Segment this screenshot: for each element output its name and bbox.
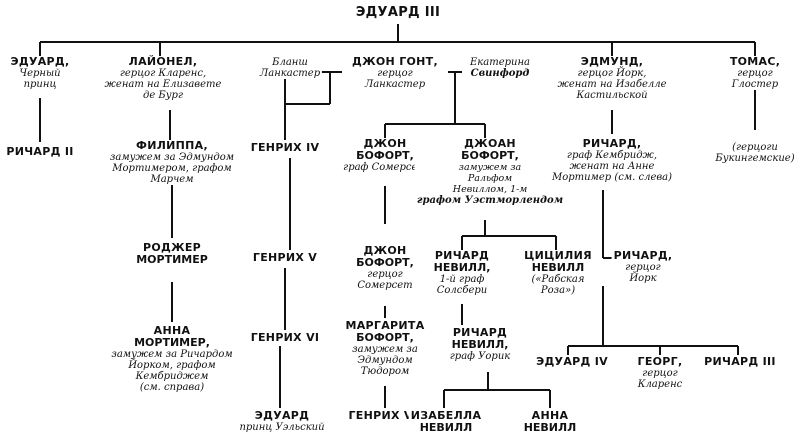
node-henry-v: ГЕНРИХ V (250, 251, 320, 264)
node-henry-iv: ГЕНРИХ IV (248, 141, 322, 154)
node-richard-iii: РИЧАРД III (702, 355, 778, 368)
node-richard-ii: РИЧАРД II (4, 145, 76, 158)
node-edward-iv: ЭДУАРД IV (534, 355, 610, 368)
node-edward-iii: ЭДУАРД III (353, 5, 443, 20)
node-henry-vi: ГЕНРИХ VI (248, 331, 322, 344)
node-lionel: ЛАЙОНЕЛ,герцог Кларенс,женат на Елизавет… (102, 55, 224, 101)
node-henry-vii: ГЕНРИХ VII (346, 409, 424, 422)
